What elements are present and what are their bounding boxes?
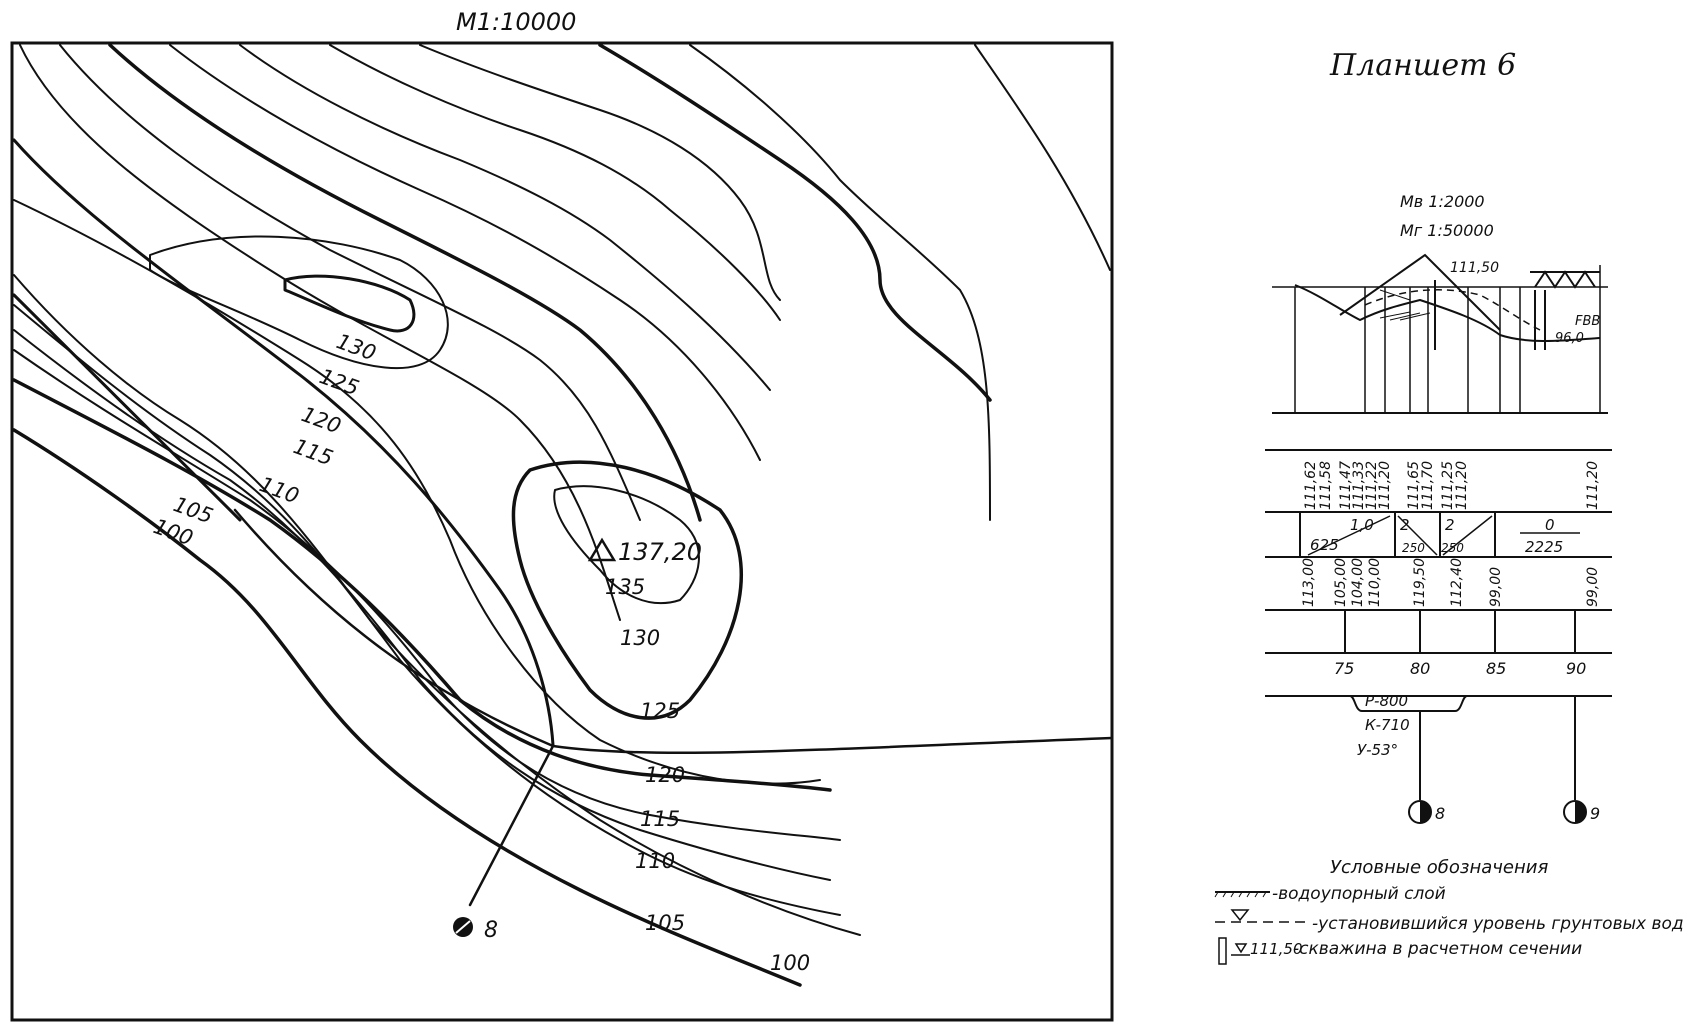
borehole-icon [453,917,473,937]
borehole-label: 8 [484,918,498,943]
aquitard-icon [1214,891,1270,898]
contour-label: 100 [770,951,810,975]
ground-elevation: 99,00 [1488,567,1504,607]
contour-label: 135 [605,575,645,599]
legend-borehole-mark: 111,50 [1250,940,1303,958]
legend-item-text: -установившийся уровень грунтовых вод [1312,914,1684,934]
borehole-icon [1408,800,1432,824]
slope-length: 625 [1310,536,1339,554]
borehole-section-icon [1218,937,1250,965]
boundary-line [974,44,1111,271]
ground-elevation: 112,40 [1449,558,1465,607]
borehole-icon [1563,800,1587,824]
contour-label: 115 [290,434,336,470]
contour-label: 105 [645,911,685,935]
profile-water-mark: 96,0 [1555,331,1584,346]
ground-elevation: 99,00 [1585,567,1601,607]
contour-lines [12,43,1114,987]
design-elevation: 111,70 [1420,461,1436,510]
legend-item-text: -скважина в расчетном сечении [1293,939,1582,959]
slope-length: 2225 [1525,538,1563,556]
curve-radius: Р-800 [1365,692,1408,710]
design-elevation: 111,33 [1351,461,1367,510]
ground-elevation: 119,50 [1412,558,1428,607]
picket-label: 80 [1410,659,1430,678]
slope-length: 250 [1441,541,1464,555]
picket-label: 90 [1566,659,1586,678]
curve-length: К-710 [1365,716,1410,734]
map-frame [10,41,1114,1022]
contour-label: 125 [640,699,680,723]
legend-item-text: -водоупорный слой [1272,884,1446,904]
design-elevation: 111,25 [1440,461,1456,510]
profile-scale-vertical: Mв 1:2000 [1400,192,1485,211]
contour-label-group: 130 125 120 115 110 105 100 135 130 125 … [150,329,810,975]
picket-label: 85 [1486,659,1506,678]
slope-value: 1,0 [1350,516,1374,534]
slope-value: 2 [1400,516,1410,534]
longitudinal-profile [1272,253,1608,414]
slope-row: 1,0 625 2 250 2 250 0 2225 [1310,516,1563,556]
groundwater-icon [1215,909,1310,923]
design-elevation: 111,47 [1338,461,1354,510]
profile-fbb-label: FBB [1575,314,1600,329]
ground-elevation: 104,00 [1350,558,1366,607]
contour-label: 130 [333,329,379,365]
slope-value: 0 [1545,516,1555,534]
triangulation-point-icon [587,537,617,562]
ground-elevation: 110,00 [1367,558,1383,607]
design-elevation: 111,65 [1406,461,1422,510]
slope-length: 250 [1402,541,1425,555]
sheet-title: Планшет 6 [1329,48,1516,83]
ground-elevation: 113,00 [1301,558,1317,607]
borehole-label: 9 [1590,804,1600,823]
picket-row: 75 80 85 90 [1334,659,1586,678]
design-elevation-row: 111,62 111,58 111,47 111,33 111,22 111,2… [1303,461,1601,510]
map-scale: M1:10000 [456,8,576,36]
borehole-label: 8 [1435,804,1445,823]
contour-label: 110 [635,849,675,873]
contour-label: 110 [256,472,302,508]
design-elevation: 111,22 [1364,461,1380,510]
peak-elevation: 137,20 [618,538,702,566]
design-elevation: 111,20 [1585,461,1601,510]
contour-label: 115 [640,807,680,831]
profile-table [1265,449,1612,800]
contour-label: 130 [620,626,660,650]
design-elevation: 111,20 [1454,461,1470,510]
profile-well-mark: 111,50 [1450,260,1499,276]
contour-label: 120 [645,763,685,787]
profile-scale-horizontal: Mг 1:50000 [1400,221,1494,240]
curve-data: Р-800 К-710 У-53° [1357,692,1410,759]
picket-label: 75 [1334,659,1354,678]
design-elevation: 111,20 [1377,461,1393,510]
curve-angle: У-53° [1357,741,1398,759]
legend-title: Условные обозначения [1330,857,1548,878]
ground-elevation-row: 113,00 105,00 104,00 110,00 119,50 112,4… [1301,558,1601,607]
ground-elevation: 105,00 [1333,558,1349,607]
slope-value: 2 [1445,516,1455,534]
design-elevation: 111,58 [1318,461,1334,510]
design-elevation: 111,62 [1303,461,1319,510]
